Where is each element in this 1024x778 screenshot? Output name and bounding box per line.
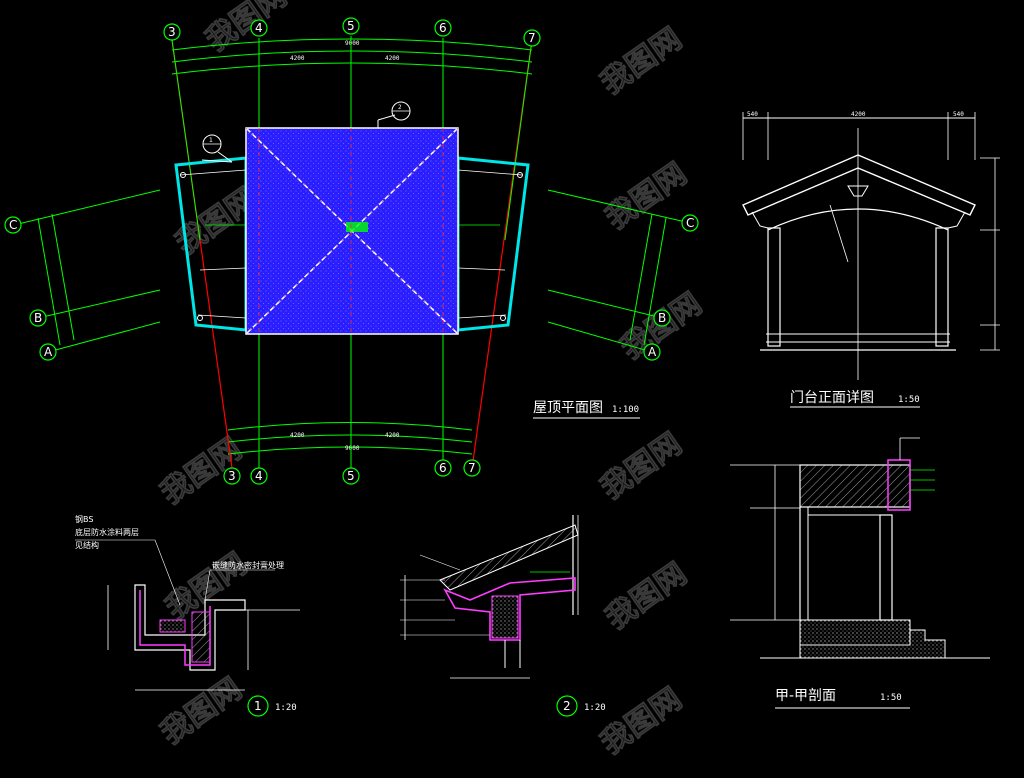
section-title: 甲-甲剖面 [775,688,836,704]
svg-text:4200: 4200 [385,55,400,62]
axis-bubble-a-right: A [643,343,661,361]
right-column [935,227,949,347]
section-a-a: 甲-甲剖面 1:50 [730,437,990,709]
axis-bubble-4-bottom: 4 [250,467,268,485]
axis-bubble-7: 7 [523,29,541,47]
detail-callout-1: 1 [201,134,233,163]
axis-bubble-7-bottom: 7 [463,459,481,477]
svg-text:4: 4 [255,469,263,483]
svg-text:9000: 9000 [345,445,360,452]
axis-bubble-c-left: C [4,216,22,234]
watermark-layer: 我图网 我图网 我图网 我图网 我图网 我图网 我图网 我图网 我图网 我图网 … [154,0,709,762]
watermark: 我图网 [595,681,689,761]
svg-text:9000: 9000 [345,40,360,47]
svg-text:6: 6 [439,461,447,475]
watermark: 我图网 [600,556,694,636]
svg-text:B: B [34,311,42,325]
gate-front-elevation: 540 4200 540 门台正面详图 1:50 [742,111,1000,408]
roof-plan: 4200 4200 9000 4200 4200 9000 [4,17,699,485]
axis-bubble-6: 6 [434,19,452,37]
watermark: 我图网 [155,671,249,751]
right-wing-eave [456,156,530,332]
svg-text:5: 5 [347,469,355,483]
axis-bubble-3: 3 [163,23,181,41]
detail-1-note: 见结构 [75,540,99,550]
svg-text:C: C [686,216,694,230]
axis-bubble-b-right: B [653,309,671,327]
detail-1-note: 底层防水涂料两层 [75,527,139,537]
svg-text:1: 1 [254,699,262,713]
axis-bubble-3-bottom: 3 [223,467,241,485]
svg-text:4: 4 [255,21,263,35]
detail-2-scale: 1:20 [584,703,606,713]
arch-beam [767,208,949,231]
detail-1: 钢BS 底层防水涂料两层 见结构 嵌缝防水密封膏处理 1 1:20 [75,514,300,717]
roof-plan-scale: 1:100 [612,405,639,415]
axis-bubble-6-bottom: 6 [434,459,452,477]
eave-detail [887,459,911,511]
svg-text:1: 1 [209,137,213,144]
axis-bubble-4: 4 [250,19,268,37]
watermark: 我图网 [595,21,689,101]
svg-text:A: A [648,345,657,359]
svg-text:7: 7 [528,31,536,45]
axis-bubble-5-bottom: 5 [342,467,360,485]
watermark: 我图网 [200,0,294,59]
section-scale: 1:50 [880,693,902,703]
detail-2-marker [556,695,578,717]
detail-1-note: 钢BS [75,514,93,524]
detail-1-note: 嵌缝防水密封膏处理 [212,560,284,570]
elevation-title: 门台正面详图 [790,390,874,406]
svg-text:2: 2 [563,699,571,713]
svg-text:4200: 4200 [385,432,400,439]
svg-text:A: A [44,345,53,359]
svg-text:7: 7 [468,461,476,475]
left-column [767,227,781,347]
svg-text:5: 5 [347,19,355,33]
svg-text:6: 6 [439,21,447,35]
axis-bubble-a-left: A [39,343,57,361]
roof-plan-title: 屋顶平面图 [533,400,603,416]
watermark: 我图网 [595,426,689,506]
elevation-scale: 1:50 [898,395,920,405]
watermark: 我图网 [600,156,694,236]
roof-slab [799,464,911,508]
detail-1-scale: 1:20 [275,703,297,713]
gable-roof [742,154,976,216]
svg-text:3: 3 [168,25,176,39]
svg-text:C: C [9,218,17,232]
svg-text:2: 2 [398,104,402,111]
section-column [879,514,893,621]
axis-bubble-b-left: B [29,309,47,327]
axis-bubble-c-right: C [681,214,699,232]
svg-text:540: 540 [747,111,758,118]
svg-text:540: 540 [953,111,964,118]
axis-bubble-5: 5 [342,17,360,35]
svg-text:4200: 4200 [290,55,305,62]
svg-text:B: B [658,311,666,325]
svg-text:4200: 4200 [290,432,305,439]
detail-1-marker [247,695,269,717]
svg-text:4200: 4200 [851,111,866,118]
detail-2: 2 1:20 [400,515,606,717]
roof-center-note [346,222,368,232]
detail-callout-2: 2 [377,101,411,128]
svg-text:3: 3 [228,469,236,483]
